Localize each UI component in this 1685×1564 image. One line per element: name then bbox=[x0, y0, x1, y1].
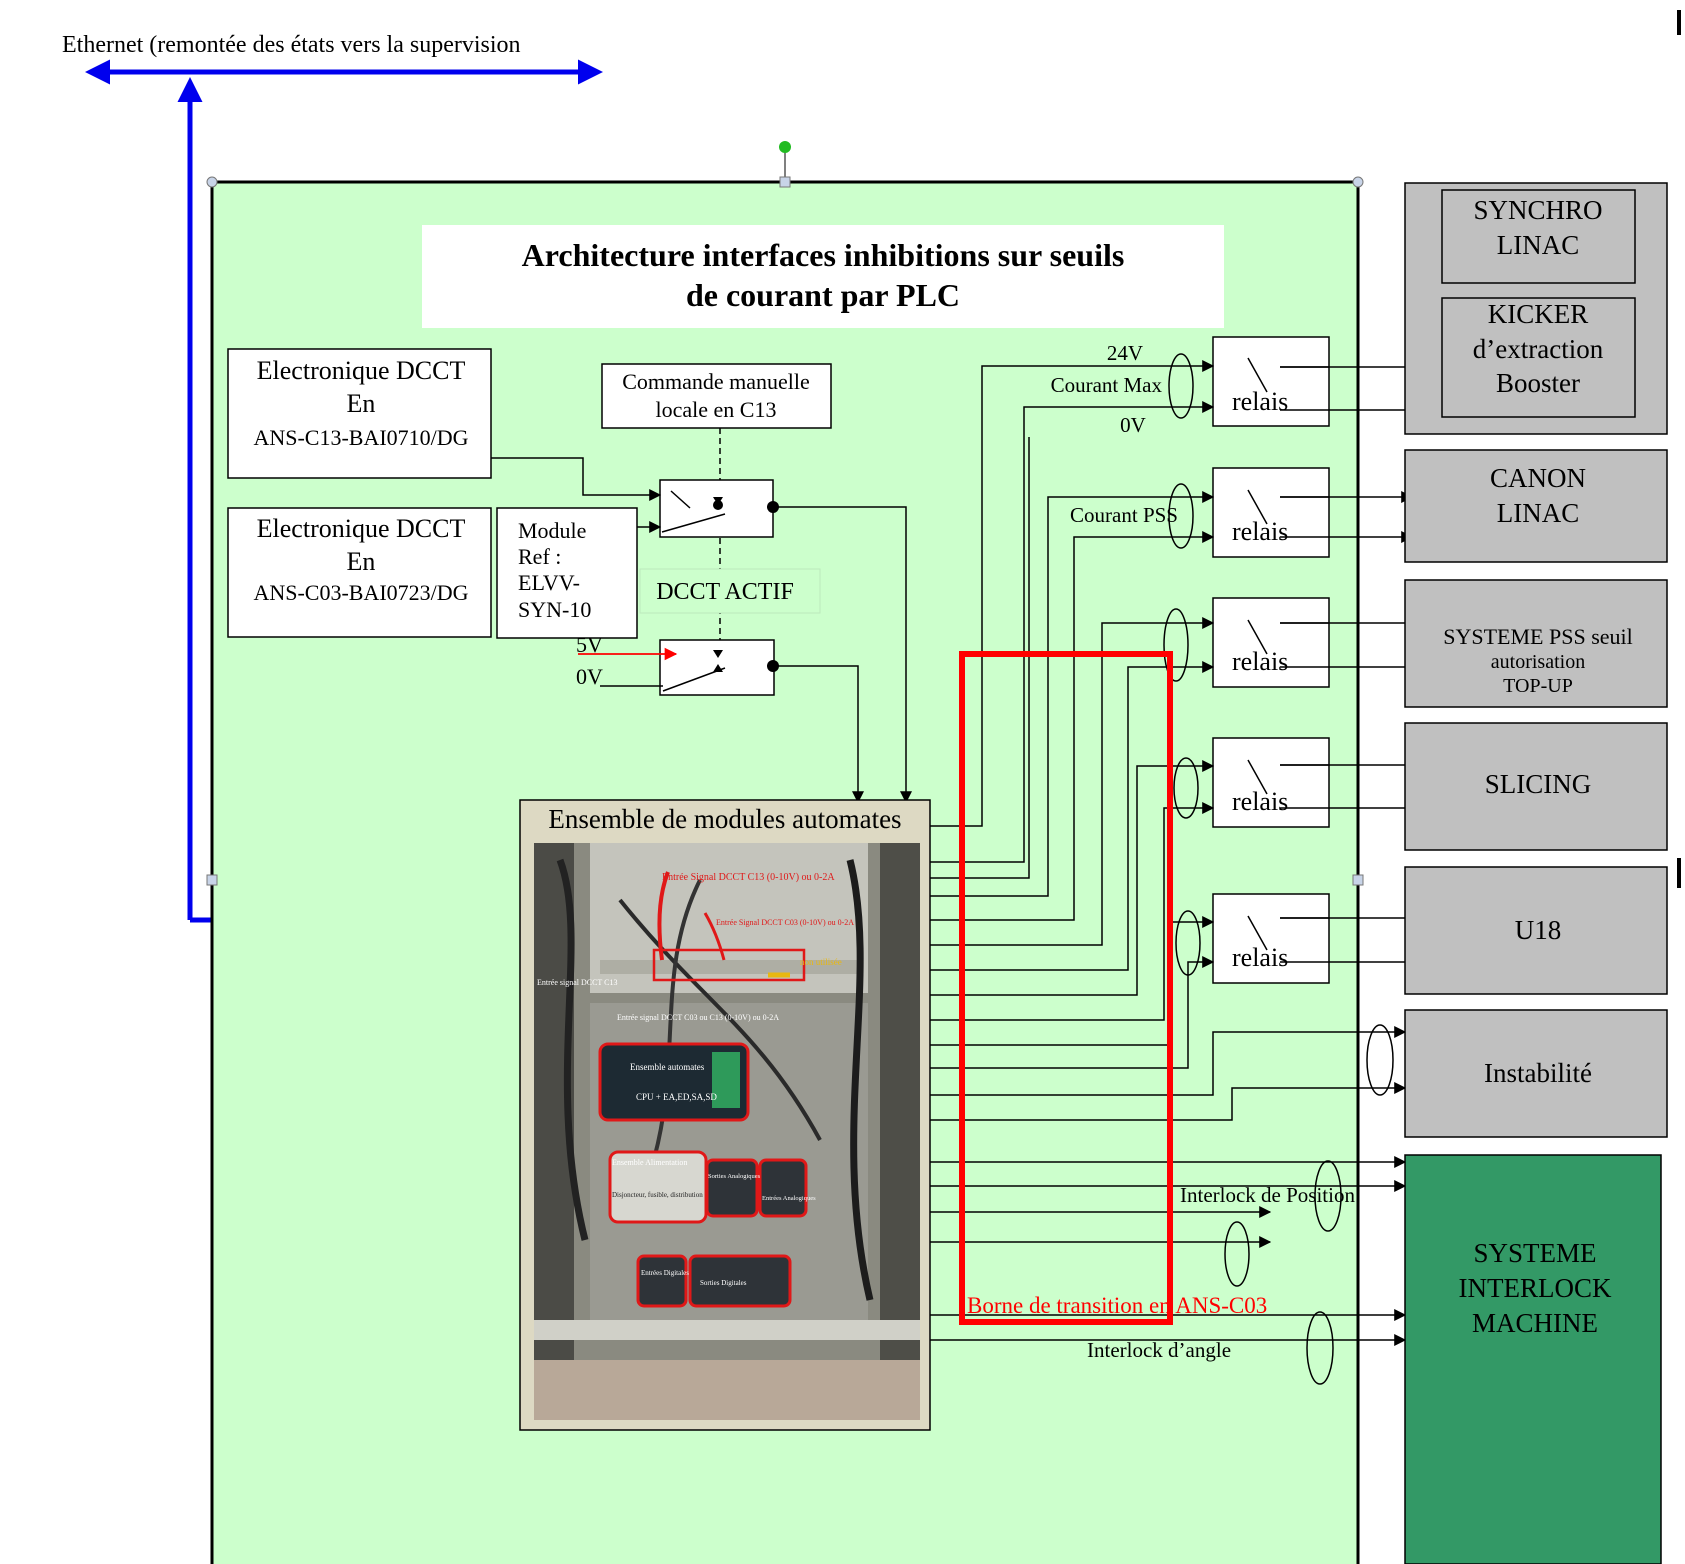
dest-interlock-machine bbox=[1405, 1155, 1661, 1564]
dest-synchro-line1: SYNCHRO bbox=[1473, 195, 1602, 225]
photo-label-entree-mid: Entrée signal DCCT C03 ou C13 (0-10V) ou… bbox=[617, 1013, 779, 1022]
rotate-handle[interactable] bbox=[779, 141, 791, 153]
commande-line1: Commande manuelle bbox=[622, 369, 810, 394]
dest-u18-label: U18 bbox=[1515, 915, 1562, 945]
module-line4: SYN-10 bbox=[518, 597, 591, 622]
dest-slicing-label: SLICING bbox=[1485, 769, 1592, 799]
photo-label-ensemble-auto: Ensemble automates bbox=[630, 1062, 705, 1072]
relay-4-label: relais bbox=[1232, 787, 1288, 816]
relay-1-label: relais bbox=[1232, 387, 1288, 416]
dcct-c13-line1: Electronique DCCT bbox=[257, 356, 466, 385]
relay-5-label: relais bbox=[1232, 943, 1288, 972]
dest-canon-line2: LINAC bbox=[1497, 498, 1580, 528]
module-line2: Ref : bbox=[518, 544, 561, 569]
photo-label-entrees-dig: Entrées Digitales bbox=[641, 1269, 689, 1277]
relay-1: relais bbox=[1213, 337, 1329, 426]
dest-pss-line2: autorisation bbox=[1491, 651, 1585, 673]
dest-interlock-line3: MACHINE bbox=[1472, 1308, 1598, 1338]
ethernet-label: Ethernet (remontée des états vers la sup… bbox=[62, 32, 521, 58]
photo-label-non-utilisee: non utilisée bbox=[800, 957, 842, 967]
module-line3: ELVV- bbox=[518, 570, 580, 595]
dest-interlock-line2: INTERLOCK bbox=[1459, 1273, 1612, 1303]
ensemble-label: Ensemble de modules automates bbox=[548, 804, 901, 834]
resize-handle-right[interactable] bbox=[1353, 875, 1363, 885]
relay-2-label: relais bbox=[1232, 517, 1288, 546]
photo-label-alim: Ensemble Alimentation bbox=[612, 1158, 687, 1167]
dest-kicker-line1: KICKER bbox=[1488, 299, 1589, 329]
dcct-c03-line2: En bbox=[347, 547, 376, 576]
dest-pss-line1: SYSTEME PSS seuil bbox=[1443, 624, 1633, 649]
dest-synchro-line2: LINAC bbox=[1497, 230, 1580, 260]
resize-handle-top[interactable] bbox=[780, 177, 790, 187]
photo-label-entree-c13-left: Entrée signal DCCT C13 bbox=[537, 978, 618, 987]
dest-canon-line1: CANON bbox=[1490, 463, 1586, 493]
signal-0v: 0V bbox=[1120, 413, 1146, 437]
page-edge-mark-top bbox=[1677, 10, 1681, 35]
relay-3: relais bbox=[1213, 598, 1329, 687]
photo-label-disjoncteur: Disjoncteur, fusible, distribution bbox=[612, 1191, 703, 1199]
photo-label-entree-top: Entrée Signal DCCT C13 (0-10V) ou 0-2A bbox=[662, 872, 835, 883]
photo-label-cpu: CPU + EA,ED,SA,SD bbox=[636, 1092, 717, 1102]
volt-0v-switch-label: 0V bbox=[576, 664, 603, 689]
relay-2: relais bbox=[1213, 468, 1329, 557]
dcct-c13-line2: En bbox=[347, 389, 376, 418]
dcct-actif-label: DCCT ACTIF bbox=[656, 579, 794, 605]
resize-handle-tr[interactable] bbox=[1353, 177, 1363, 187]
signal-courant-pss: Courant PSS bbox=[1070, 503, 1178, 527]
photo-label-sorties-dig: Sorties Digitales bbox=[700, 1279, 747, 1287]
resize-handle-tl[interactable] bbox=[207, 177, 217, 187]
signal-courant-max: Courant Max bbox=[1051, 373, 1163, 397]
dest-instabilite-label: Instabilité bbox=[1484, 1058, 1592, 1088]
commande-line2: locale en C13 bbox=[656, 397, 777, 422]
borne-transition-label: Borne de transition en ANS-C03 bbox=[967, 1293, 1267, 1318]
dest-pss-line3: TOP-UP bbox=[1503, 675, 1573, 697]
dcct-c03-line1: Electronique DCCT bbox=[257, 514, 466, 543]
photo-label-sorties-ana: Sorties Analogiques bbox=[708, 1173, 761, 1180]
interlock-position-label: Interlock de Position bbox=[1180, 1183, 1355, 1207]
relay-5: relais bbox=[1213, 894, 1329, 983]
dest-kicker-line2: d’extraction bbox=[1473, 334, 1604, 364]
title-line1: Architecture interfaces inhibitions sur … bbox=[522, 237, 1125, 273]
relay-3-label: relais bbox=[1232, 647, 1288, 676]
title-line2: de courant par PLC bbox=[686, 277, 960, 313]
photo-label-entrees-ana: Entrées Analogiques bbox=[762, 1195, 816, 1202]
dest-interlock-line1: SYSTEME bbox=[1473, 1238, 1596, 1268]
plc-cabinet-photo: Entrée Signal DCCT C13 (0-10V) ou 0-2A E… bbox=[534, 843, 920, 1420]
signal-24v: 24V bbox=[1107, 341, 1143, 365]
module-line1: Module bbox=[518, 518, 586, 543]
resize-handle-left[interactable] bbox=[207, 875, 217, 885]
dcct-c13-line3: ANS-C13-BAI0710/DG bbox=[253, 425, 468, 450]
dcct-c03-line3: ANS-C03-BAI0723/DG bbox=[253, 580, 468, 605]
interlock-angle-label: Interlock d’angle bbox=[1087, 1338, 1231, 1362]
page-edge-mark-mid bbox=[1677, 858, 1681, 888]
photo-label-entree-c03: Entrée Signal DCCT C03 (0-10V) ou 0-2A bbox=[716, 918, 854, 927]
relay-4: relais bbox=[1213, 738, 1329, 827]
dest-kicker-line3: Booster bbox=[1496, 368, 1580, 398]
